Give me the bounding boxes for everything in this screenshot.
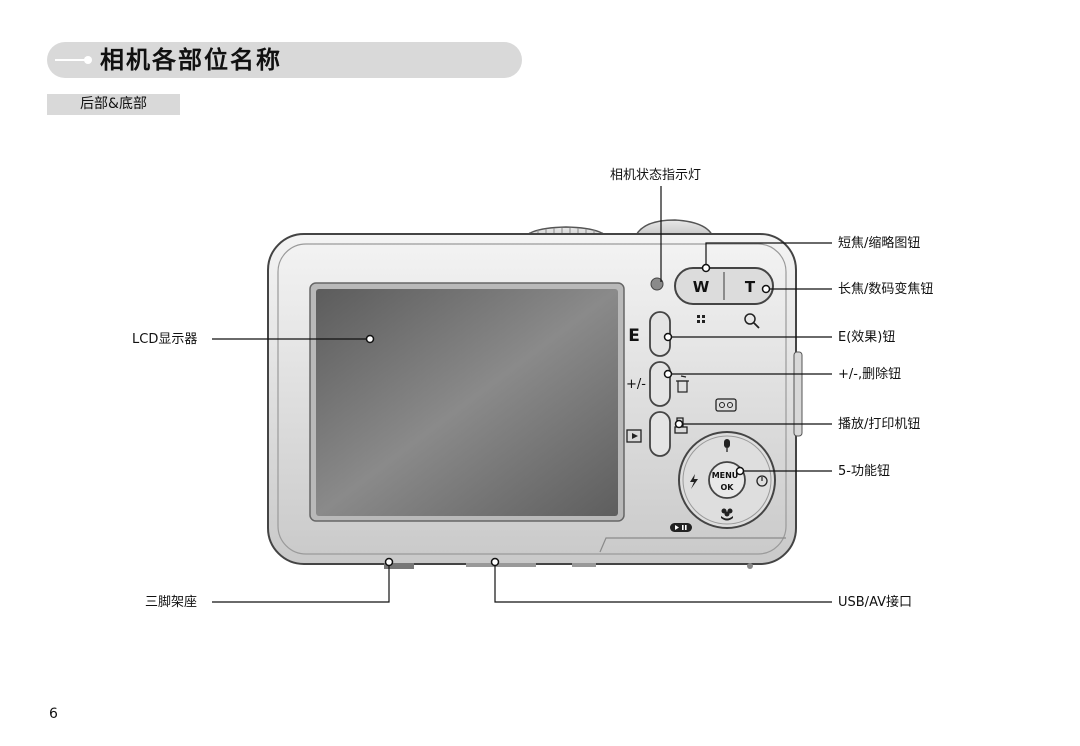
self-timer-icon	[756, 475, 768, 487]
page-title: 相机各部位名称	[100, 46, 282, 74]
label-ev-delete: +/-,删除钮	[838, 367, 902, 382]
menu-label: MENU	[712, 471, 739, 480]
effect-label: E	[628, 326, 640, 346]
subsection-bar: 后部&底部	[47, 94, 180, 115]
label-five-function: 5-功能钮	[838, 464, 890, 479]
voice-memo-icon	[715, 398, 737, 412]
callout-lines	[212, 186, 832, 603]
label-usb-av: USB/AV接口	[838, 595, 913, 610]
flash-icon	[690, 474, 698, 489]
magnify-icon	[744, 313, 760, 329]
microphone-icon	[724, 439, 730, 452]
label-tripod: 三脚架座	[145, 595, 198, 610]
page-number: 6	[49, 706, 58, 722]
label-play-print: 播放/打印机钮	[838, 417, 921, 432]
callout-dots	[365, 263, 771, 567]
label-zoom-t: 长焦/数码变焦钮	[838, 282, 934, 297]
label-zoom-w: 短焦/缩略图钮	[838, 236, 921, 251]
macro-icon	[721, 508, 733, 521]
zoom-t-button[interactable]: T	[745, 278, 756, 296]
title-bullet-icon	[55, 56, 92, 64]
lcd-screen	[316, 289, 618, 516]
play-print-button[interactable]	[649, 411, 671, 457]
ev-delete-button[interactable]	[649, 361, 671, 407]
zoom-w-button[interactable]: W	[693, 278, 710, 296]
play-pause-icon	[670, 523, 692, 532]
trash-icon	[676, 375, 689, 393]
ok-label: OK	[721, 483, 735, 492]
status-lamp	[650, 277, 664, 291]
label-lcd: LCD显示器	[132, 332, 198, 347]
play-icon	[626, 429, 642, 443]
ev-label: +/-	[626, 377, 646, 392]
label-effect-button: E(效果)钮	[838, 330, 896, 345]
thumbnail-icon	[697, 315, 705, 323]
label-status-lamp: 相机状态指示灯	[610, 168, 702, 183]
subsection-title: 后部&底部	[80, 96, 147, 112]
section-title-bar	[47, 42, 522, 78]
